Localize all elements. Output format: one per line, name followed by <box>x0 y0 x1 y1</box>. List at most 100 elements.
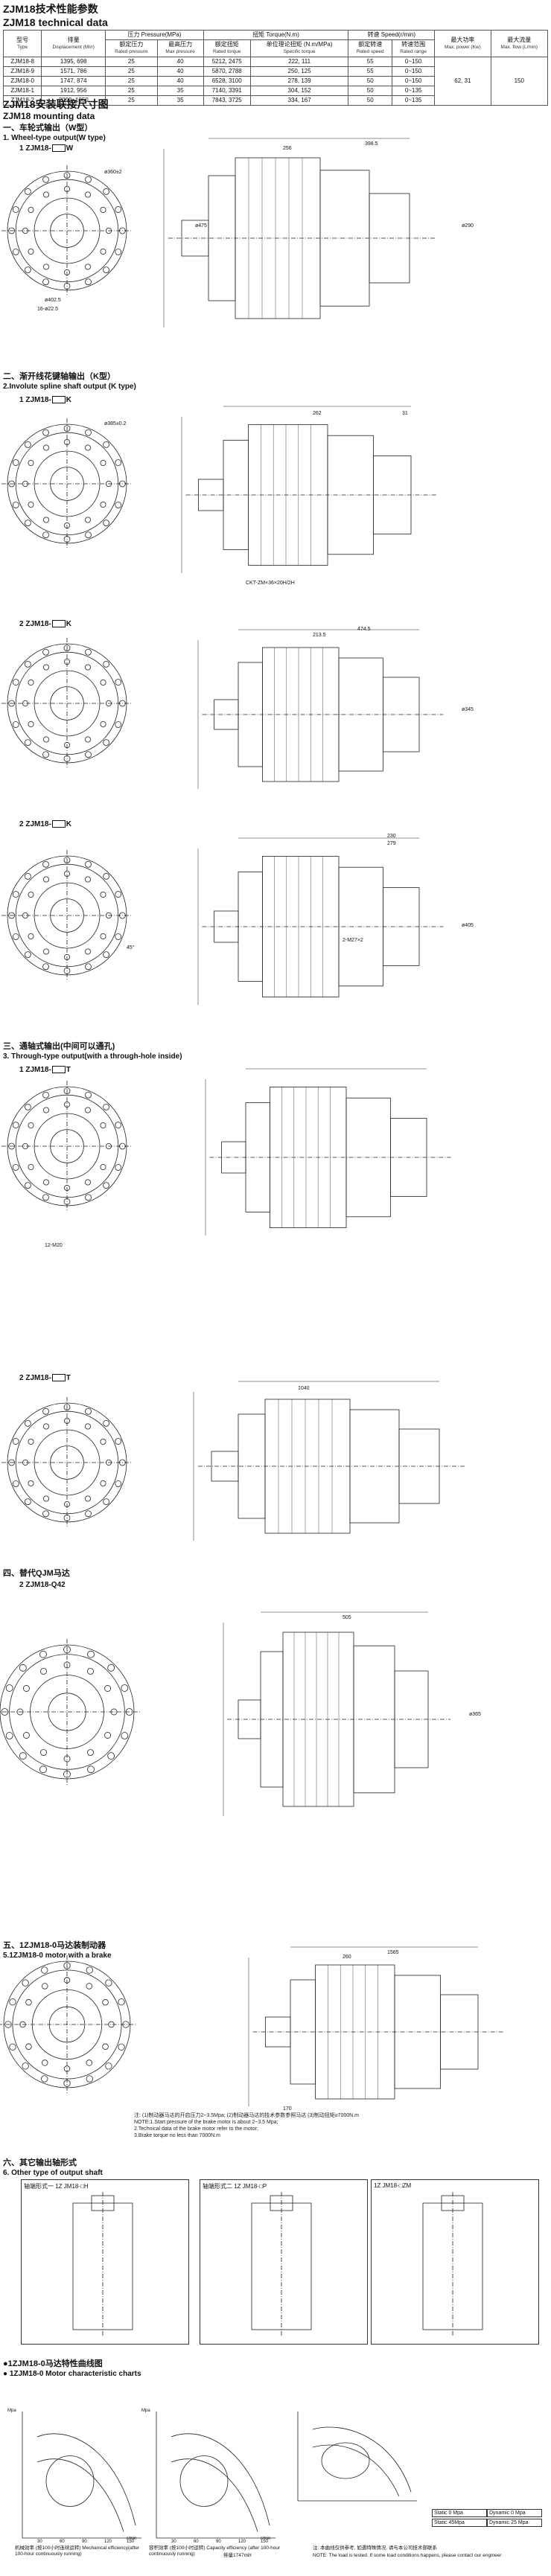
table-cell: 25 <box>105 95 158 106</box>
flange-w-bolt <box>63 172 71 179</box>
flange-k1-bolt <box>115 502 122 508</box>
flange-k2-hole <box>100 721 106 728</box>
flange-w-hole <box>85 191 92 198</box>
flange-w-bolt <box>103 188 110 195</box>
legend-leg3: Static 45Mpa <box>432 2519 487 2527</box>
table-cell-flow: 150 <box>490 57 549 106</box>
flange-k3-bolt <box>85 860 92 868</box>
flange-k2-bolt <box>24 660 31 668</box>
chart-char-curve-1 <box>312 2426 412 2493</box>
chart-x-tick: 90 <box>82 2540 87 2544</box>
side-w-shaft <box>181 220 209 257</box>
flange-brake-bolt <box>4 2021 12 2028</box>
flange-w-bolt <box>85 176 92 183</box>
shaft-type-p-label: 轴端形式二 1Z JM18-□P <box>203 2183 267 2190</box>
table-cell: 35 <box>156 95 204 106</box>
flange-k2-bolt <box>85 751 92 758</box>
flange-k2-bolt <box>42 751 49 758</box>
dim-d_290: ø290 <box>462 223 474 228</box>
flange-w-hole <box>100 248 106 255</box>
flange-k3-bolt <box>12 933 19 940</box>
dim-d_ct: CKT-ZM×36×20H/2H <box>246 581 295 586</box>
flange-k2-hole <box>43 736 50 743</box>
flange-t2-hole <box>28 1439 34 1445</box>
dim-d_475: ø475 <box>195 223 207 228</box>
flange-w-bolt <box>42 278 49 286</box>
dim-d_1565: 1565 <box>387 1950 399 1955</box>
flange-q42-bolt <box>121 1732 129 1739</box>
model-label-t2: 2 ZJM18-T <box>19 1374 71 1382</box>
flange-t1-hole <box>85 1179 92 1186</box>
flange-w-bolt <box>103 266 110 274</box>
flange-w-hole <box>100 206 106 213</box>
chart-char-curve-2 <box>312 2444 400 2497</box>
flange-k1-bolt <box>24 520 31 527</box>
shaft-type-p-panel <box>200 2179 368 2345</box>
chart-mech-curve-1 <box>36 2433 136 2526</box>
flange-t1-bolt <box>24 1182 31 1189</box>
flange-brake-bolt <box>22 2062 29 2070</box>
chart-mech-curve-2 <box>36 2458 124 2532</box>
shaft-type-h-panel <box>21 2179 189 2345</box>
flange-q42-hole <box>104 1685 112 1692</box>
flange-k3-hole <box>43 948 50 955</box>
dim-d_31: 31 <box>402 411 408 416</box>
flange-k1-hole <box>43 517 50 523</box>
flange-brake-bolt <box>41 1966 48 1974</box>
flange-t1-bolt <box>85 1194 92 1201</box>
th-pressure: 压力 Pressure(MPa) <box>105 30 204 40</box>
flange-w-bolt <box>115 249 122 255</box>
chart-cap-curve-1 <box>171 2433 270 2526</box>
flange-t2-bolt <box>24 1419 31 1427</box>
flange-brake-hole <box>42 1983 48 1989</box>
side-t1-flange <box>245 1102 270 1212</box>
chart-x-tick: 150 <box>127 2540 135 2544</box>
flange-k1-hole <box>85 517 92 523</box>
flange-q42-bolt <box>5 1684 13 1692</box>
flange-brake-hole <box>42 2059 48 2066</box>
flange-t1-bolt <box>12 1164 19 1171</box>
chart-cap-x-unit: r/min <box>261 2537 271 2541</box>
flange-t2-bolt <box>63 1404 71 1410</box>
flange-q42-bolt <box>63 1646 71 1654</box>
flange-q42-bolt <box>39 1650 47 1658</box>
model-label-q42: 2 ZJM18-Q42 <box>19 1581 66 1589</box>
flange-k2-bolt <box>103 660 110 668</box>
flange-brake-bolt <box>63 1962 71 1969</box>
page-title-en: ZJM18 technical data <box>3 16 108 28</box>
chart-mech-x-unit: r/min <box>127 2537 137 2541</box>
chart-x-tick: 120 <box>238 2540 246 2544</box>
flange-t1-hole <box>43 1107 50 1113</box>
chart-cap-y-unit: Mpa <box>141 2409 150 2413</box>
flange-brake-hole <box>86 2059 92 2066</box>
flange-k2-bolt <box>8 700 15 707</box>
dim-d_4025: ø402.5 <box>45 298 61 303</box>
side-k2-flange <box>238 662 263 767</box>
flange-t1-bolt <box>24 1103 31 1110</box>
flange-t2-bolt <box>115 1480 122 1487</box>
flange-k3-bolt <box>42 963 49 971</box>
flange-brake-bolt <box>105 2062 112 2070</box>
flange-t1-bolt <box>103 1103 110 1110</box>
dim-d_3855: ø385±0.2 <box>104 421 127 426</box>
flange-k2-bolt <box>63 645 71 651</box>
flange-t2-hole <box>85 1495 92 1502</box>
flange-w-hole <box>43 191 50 198</box>
flange-q42-bolt <box>5 1732 13 1739</box>
chart-x-tick: 150 <box>261 2540 269 2544</box>
flange-k1-bolt <box>8 480 15 488</box>
chart-x-tick: 30 <box>37 2540 42 2544</box>
flange-t2-bolt <box>103 1419 110 1427</box>
flange-q42-ring <box>9 1654 125 1770</box>
table-cell: ZJM18-2 <box>2 95 42 106</box>
model-label-k2: 2 ZJM18-K <box>19 620 72 628</box>
legend-leg1: Static 0 Mpa <box>432 2509 487 2517</box>
flange-t1-hole <box>28 1164 34 1171</box>
flange-k2-bolt <box>115 679 122 685</box>
